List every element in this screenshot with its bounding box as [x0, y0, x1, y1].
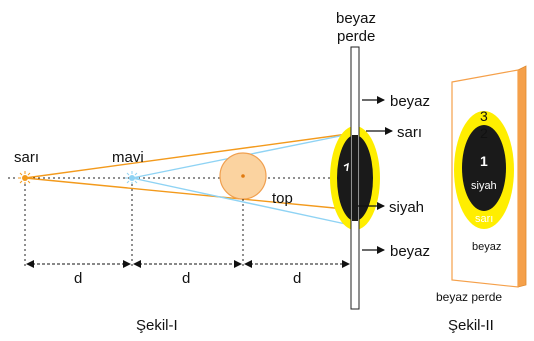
region-label-yellow-ring: sarı — [397, 124, 422, 141]
region-label-black-center: siyah — [389, 199, 424, 216]
distance-label-3: d — [293, 270, 301, 287]
screen-edge — [517, 65, 527, 288]
front-black-center — [462, 125, 506, 211]
front-label-black: siyah — [471, 180, 497, 192]
region-label-bottom-white: beyaz — [390, 243, 430, 260]
screen-label-line2: perde — [337, 28, 375, 45]
screen-shadow-part — [352, 135, 358, 221]
region-number-2: 2 — [480, 125, 488, 141]
yellow-ray-lower — [24, 177, 356, 211]
front-label-yellow: sarı — [475, 213, 493, 225]
blue-ray-lower — [131, 177, 356, 227]
blue-source-label: mavi — [112, 149, 144, 166]
yellow-source-label: sarı — [14, 149, 39, 166]
yellow-source-icon — [18, 171, 32, 185]
ball-label: top — [272, 190, 293, 207]
distance-label-2: d — [182, 270, 190, 287]
region-number-1: 1 — [480, 153, 488, 169]
screen-label-front: beyaz perde — [436, 290, 502, 304]
region-number-3: 3 — [480, 108, 488, 124]
blue-source-icon — [125, 171, 139, 185]
yellow-ray-upper — [24, 132, 356, 179]
ball-center-dot — [241, 174, 245, 178]
screen-label-line1: beyaz — [336, 10, 376, 27]
distance-label-1: d — [74, 270, 82, 287]
caption-figure-2: Şekil-II — [448, 317, 494, 334]
front-label-white: beyaz — [472, 241, 501, 253]
region-label-top-white: beyaz — [390, 93, 430, 110]
caption-figure-1: Şekil-I — [136, 317, 178, 334]
shadow-highlight-mark — [343, 162, 349, 172]
